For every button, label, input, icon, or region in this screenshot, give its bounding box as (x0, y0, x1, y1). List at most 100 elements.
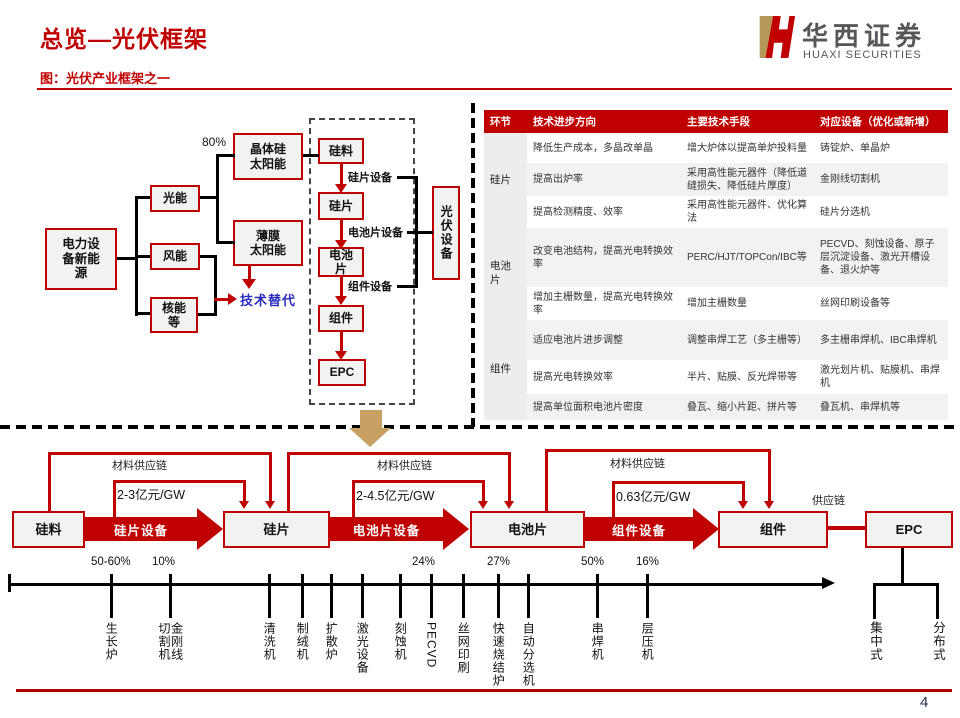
connector-line (303, 154, 319, 157)
timeline-tick (330, 574, 333, 618)
substitute-arrow-head (228, 293, 237, 305)
cost-bracket-right-leg (742, 481, 745, 501)
mid-arrow-line (340, 277, 343, 296)
table-cell: 丝网印刷设备等 (814, 287, 948, 320)
footer-line (16, 689, 952, 692)
table-cell: 采用高性能元器件（降低道缝损失、降低硅片厚度） (681, 163, 814, 196)
timeline-equipment-label: 金刚线切割机 (157, 622, 184, 661)
mid-arrow-line (340, 220, 343, 240)
chain-bracket-arrow-head (504, 501, 514, 509)
timeline-arrow-head (822, 577, 835, 589)
timeline-tick (462, 574, 465, 618)
chain-bracket-arrow-head (764, 501, 774, 509)
table-cell: 多主栅串焊机、IBC串焊机 (814, 320, 948, 360)
stage-label: 组件 (328, 311, 353, 326)
table-header-cell: 主要技术手段 (681, 110, 814, 133)
pv-equipment-box: 光伏设备 (432, 186, 460, 280)
connector-line (216, 241, 235, 244)
stage-label: 硅料 (35, 521, 62, 537)
stage-label: EPC (329, 365, 355, 380)
table-cell: 增加主栅数量，提高光电转换效率 (527, 287, 681, 320)
bottom-stage-epc: EPC (865, 511, 953, 548)
percent-label-6: 16% (636, 556, 660, 568)
table-cell: 增大炉体以提高单炉投料量 (681, 133, 814, 163)
chain-label-1: 材料供应链 (112, 460, 167, 472)
tech-substitute-label: 技术替代 (240, 293, 297, 308)
flow-box-label: 薄膜 太阳能 (249, 228, 286, 257)
timeline-tick (596, 574, 599, 618)
flow-box-power-newenergy: 电力设 备新能 源 (45, 228, 117, 290)
connector-line (135, 255, 150, 258)
timeline-tick (399, 574, 402, 618)
table-cell: 提高光电转换效率 (527, 360, 681, 394)
logo-name-cn: 华西证券 (802, 21, 927, 51)
table-cell: 硅片分选机 (814, 196, 948, 228)
process-arrow: 电池片设备 (330, 517, 443, 541)
connector-line (198, 313, 216, 316)
connector-line (216, 154, 235, 157)
table-cell: 半片、贴膜、反光焊带等 (681, 360, 814, 394)
cost-label-1: 2-3亿元/GW (117, 488, 186, 502)
cost-label-3: 0.63亿元/GW (616, 490, 691, 504)
tech-progress-table: 环节技术进步方向主要技术手段对应设备（优化或新增）硅片降低生产成本，多晶改单晶增… (484, 110, 948, 420)
bracket-line (407, 231, 433, 234)
table-cell: 适应电池片进步调整 (527, 320, 681, 360)
cost-bracket-arrow-head (239, 501, 249, 509)
stage-label: EPC (895, 521, 923, 537)
mid-arrow-head (335, 351, 347, 360)
table-cell: 金刚线切割机 (814, 163, 948, 196)
stage-label: 电池 片 (328, 247, 353, 276)
table-row: 提高光电转换效率半片、贴膜、反光焊带等激光划片机、贴膜机、串焊机 (484, 360, 948, 394)
table-cell: 叠瓦机、串焊机等 (814, 394, 948, 420)
connector-line (214, 255, 217, 316)
epc-branch-line (873, 583, 876, 619)
table-row: 提高检测精度、效率采用高性能元器件、优化算法硅片分选机 (484, 196, 948, 228)
connector-line (200, 255, 216, 258)
table-header-cell: 对应设备（优化或新增） (814, 110, 948, 133)
timeline-tick (527, 574, 530, 618)
chain-label-2: 材料供应链 (377, 460, 432, 472)
percent-label-4: 27% (487, 556, 511, 568)
connector-line (200, 196, 218, 199)
bottom-stage-cell: 电池片 (470, 511, 585, 548)
chain-bracket-top (287, 452, 511, 455)
chain-label-3: 材料供应链 (610, 458, 665, 470)
stage-label: 硅料 (328, 143, 353, 158)
timeline-equipment-label: 刻蚀机 (393, 622, 408, 661)
chain-bracket-left-leg (545, 449, 548, 511)
flow-box-label: 风能 (162, 249, 187, 264)
mid-arrow-line (340, 164, 343, 184)
dashed-frame (309, 118, 415, 405)
table-group-cell: 电池片 (484, 228, 527, 320)
cost-bracket-left-leg (612, 481, 615, 518)
table-header-cell: 环节 (484, 110, 527, 133)
table-cell: 激光划片机、贴膜机、串焊机 (814, 360, 948, 394)
flow-box-thin-film: 薄膜 太阳能 (233, 220, 303, 266)
stage-label: 硅片 (328, 198, 353, 213)
mid-stage-silicon-material: 硅料 (318, 138, 364, 164)
horizontal-dashed-divider (0, 425, 960, 429)
timeline-equipment-label: PECVD (424, 622, 439, 669)
mid-arrow-line (340, 332, 343, 351)
epc-branch-line (936, 583, 939, 619)
chain-bracket-right-leg (508, 452, 511, 502)
epc-branch-line (901, 548, 904, 585)
table-group-cell: 组件 (484, 320, 527, 420)
process-arrow: 组件设备 (585, 517, 693, 541)
table-row: 增加主栅数量，提高光电转换效率增加主栅数量丝网印刷设备等 (484, 287, 948, 320)
timeline-tick (268, 574, 271, 618)
cost-bracket-arrow-head (478, 501, 488, 509)
flow-box-label: 核能 等 (161, 300, 186, 329)
timeline-tick (430, 574, 433, 618)
flow-box-label: 晶体硅 太阳能 (249, 142, 286, 171)
chain-bracket-arrow-head (265, 501, 275, 509)
bottom-stage-silicon-material: 硅料 (12, 511, 85, 548)
flow-box-wind-energy: 风能 (150, 243, 200, 270)
timeline-tick (497, 574, 500, 618)
stage-label: 硅片 (263, 521, 290, 537)
epc-child-centralized: 集中式 (868, 621, 882, 662)
cost-bracket-right-leg (482, 480, 485, 501)
flow-box-nuclear-energy: 核能 等 (150, 297, 198, 333)
